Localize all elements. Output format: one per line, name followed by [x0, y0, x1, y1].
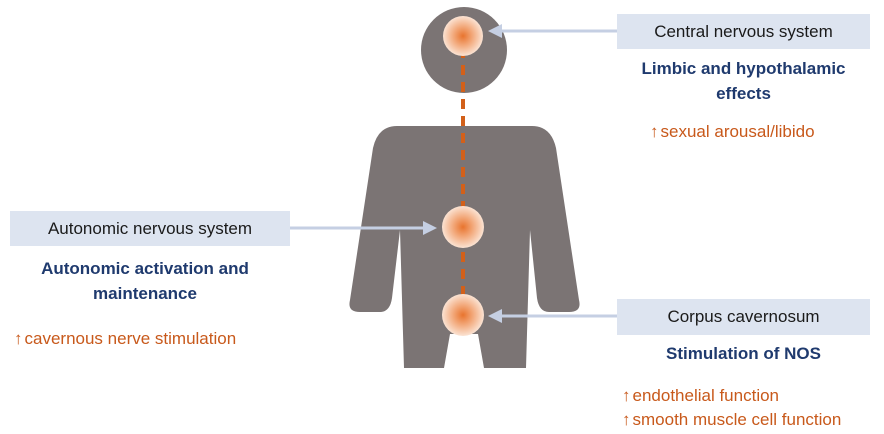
up-arrow-icon: ↑: [650, 120, 659, 144]
central-outcome-text: sexual arousal/libido: [661, 122, 815, 141]
central-effect-line-2: effects: [617, 81, 870, 106]
autonomic-nervous-system-label: Autonomic nervous system: [10, 211, 290, 246]
up-arrow-icon: ↑: [14, 327, 23, 351]
central-outcome: ↑sexual arousal/libido: [650, 120, 815, 144]
corpus-outcome-1-text: endothelial function: [633, 386, 780, 405]
autonomic-effect-line-1: Autonomic activation and: [5, 256, 285, 281]
up-arrow-icon: ↑: [622, 384, 631, 408]
corpus-outcome-1: ↑endothelial function: [622, 384, 779, 408]
autonomic-outcome: ↑cavernous nerve stimulation: [14, 327, 236, 351]
central-effect-line-1: Limbic and hypothalamic: [617, 56, 870, 81]
autonomic-outcome-text: cavernous nerve stimulation: [25, 329, 237, 348]
pelvic-node: [442, 294, 484, 336]
central-nervous-system-label: Central nervous system: [617, 14, 870, 49]
corpus-effect-text: Stimulation of NOS: [617, 341, 870, 366]
autonomic-effect-text: Autonomic activation and maintenance: [5, 256, 285, 306]
corpus-outcome-2-text: smooth muscle cell function: [633, 410, 842, 429]
corpus-outcome-2: ↑smooth muscle cell function: [622, 408, 841, 432]
autonomic-effect-line-2: maintenance: [5, 281, 285, 306]
corpus-cavernosum-label: Corpus cavernosum: [617, 299, 870, 335]
up-arrow-icon: ↑: [622, 408, 631, 432]
connector-arrow-cns: [488, 24, 617, 38]
central-effect-text: Limbic and hypothalamic effects: [617, 56, 870, 106]
brain-node: [443, 16, 483, 56]
spinal-cord-node: [442, 206, 484, 248]
